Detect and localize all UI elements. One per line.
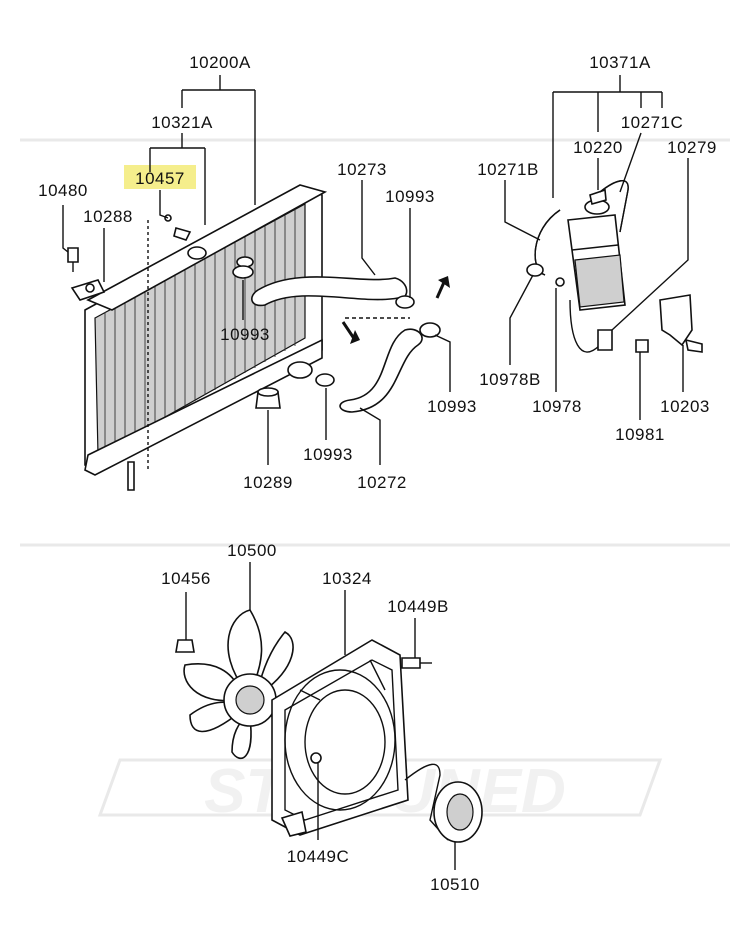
label-10993-bottom: 10993: [303, 445, 353, 464]
label-10324: 10324: [322, 569, 372, 588]
leader-lines: [62, 75, 689, 870]
label-10273: 10273: [337, 160, 387, 179]
flow-arrows: [341, 276, 450, 344]
label-10993-right: 10993: [427, 397, 477, 416]
label-10981: 10981: [615, 425, 665, 444]
label-10978: 10978: [532, 397, 582, 416]
label-10321A: 10321A: [151, 113, 213, 132]
reservoir-drawing: [526, 180, 703, 353]
label-10203: 10203: [660, 397, 710, 416]
part-labels: 10200A 10321A 10457 10480 10288 10273 10…: [38, 53, 717, 894]
label-10220: 10220: [573, 138, 623, 157]
lower-hose-10272: [315, 322, 441, 413]
label-10289: 10289: [243, 473, 293, 492]
label-10271B: 10271B: [477, 160, 539, 179]
label-10449B: 10449B: [387, 597, 449, 616]
label-10978B: 10978B: [479, 370, 541, 389]
label-10279: 10279: [667, 138, 717, 157]
fan-shroud-10324: [271, 639, 432, 837]
label-10480: 10480: [38, 181, 88, 200]
label-10449C: 10449C: [287, 847, 350, 866]
label-10200A: 10200A: [189, 53, 251, 72]
label-10371A: 10371A: [589, 53, 651, 72]
label-10510: 10510: [430, 875, 480, 894]
label-10271C: 10271C: [621, 113, 684, 132]
label-10288: 10288: [83, 207, 133, 226]
fan-motor-10510: [404, 763, 483, 843]
label-10272: 10272: [357, 473, 407, 492]
highlight-box: [124, 165, 196, 189]
label-10456: 10456: [161, 569, 211, 588]
label-10500: 10500: [227, 541, 277, 560]
radiator-small-parts: [67, 214, 281, 409]
label-10457: 10457: [135, 169, 185, 188]
upper-hose-10273: [232, 265, 415, 309]
radiator-drawing: [84, 184, 328, 491]
label-10993-top: 10993: [385, 187, 435, 206]
label-10993-left: 10993: [220, 325, 270, 344]
